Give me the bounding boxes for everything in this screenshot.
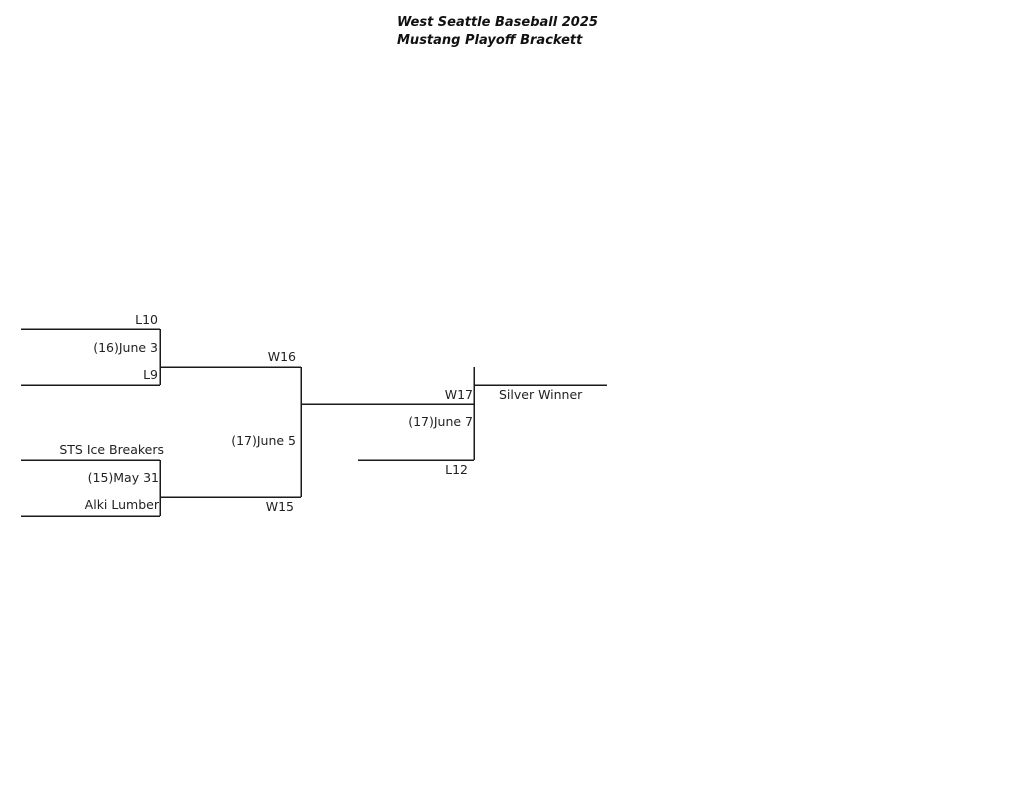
game15-winner: W15 [265, 499, 294, 514]
bracket-subtitle: Mustang Playoff Brackett [397, 33, 583, 48]
final-game-info: (17)June 7 [408, 414, 473, 429]
game16-winner: W16 [267, 349, 296, 364]
final-bottom-team: L12 [445, 462, 468, 477]
final-top-team: W17 [444, 387, 473, 402]
champion-label: Silver Winner [499, 387, 583, 402]
game16-top-team: L10 [135, 312, 158, 327]
game17-game-info: (17)June 5 [231, 433, 296, 448]
game16-game-info: (16)June 3 [93, 340, 158, 355]
game16-bottom-team: L9 [143, 367, 158, 382]
game15-bottom-team: Alki Lumber [84, 497, 159, 512]
game15-game-info: (15)May 31 [87, 470, 159, 485]
game15-top-team: STS Ice Breakers [59, 442, 164, 457]
bracket-title: West Seattle Baseball 2025 [397, 15, 598, 30]
